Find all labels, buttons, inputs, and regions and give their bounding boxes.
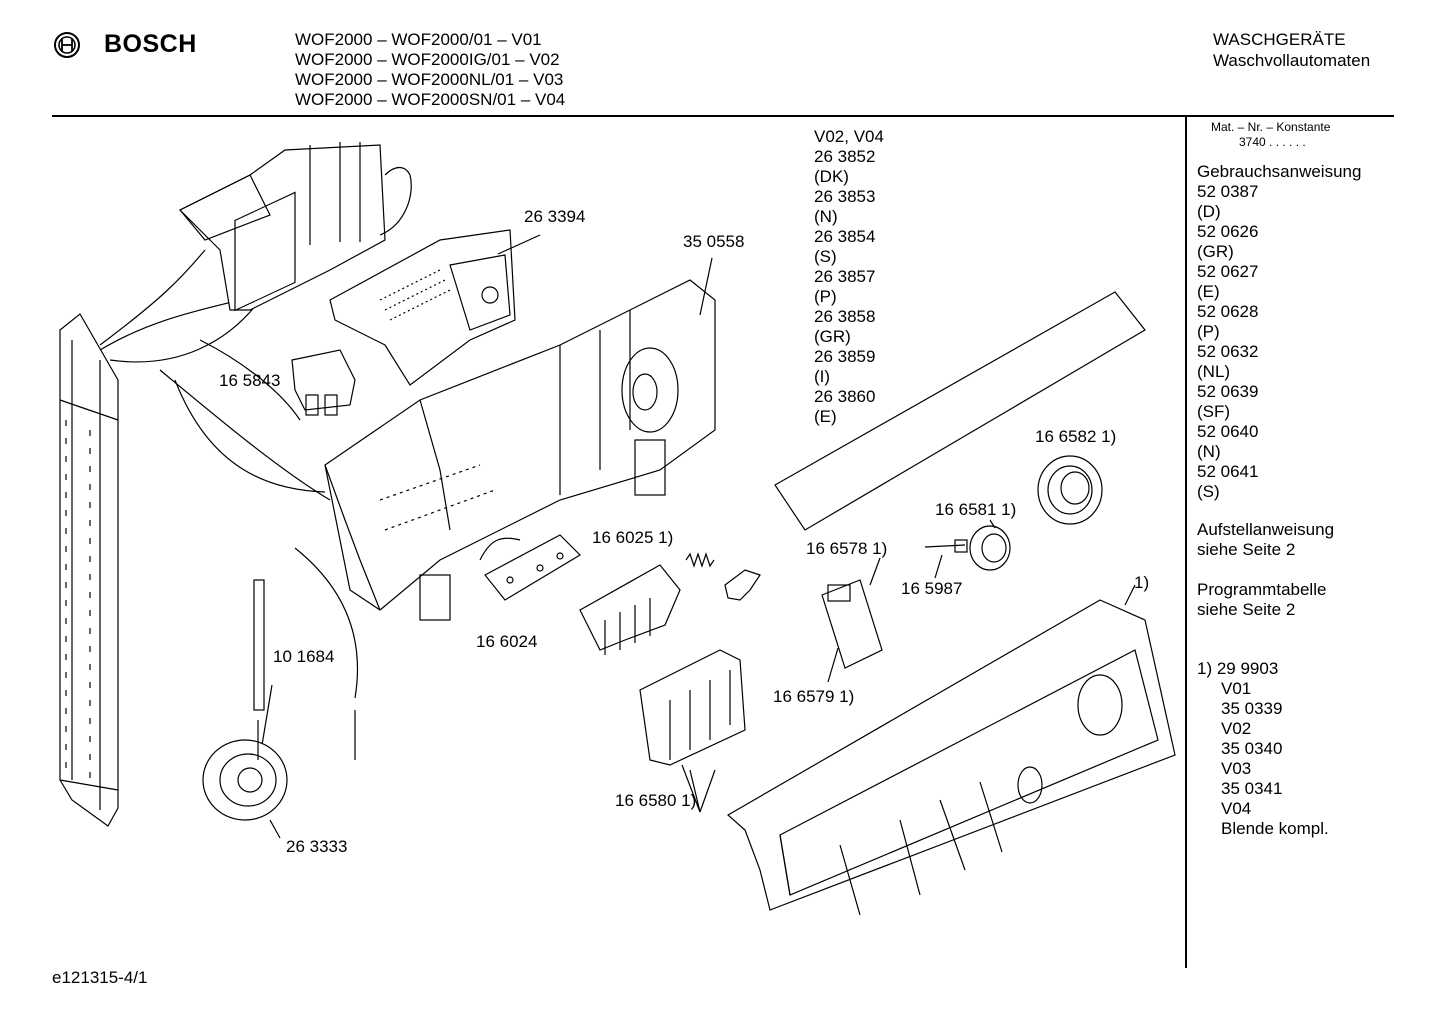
part-label: 16 6578 1) bbox=[806, 539, 888, 558]
variant-line: 26 3852 bbox=[814, 147, 876, 166]
variant-line: 26 3857 bbox=[814, 267, 876, 286]
footnote-line: V03 bbox=[1221, 759, 1252, 778]
brand-name: BOSCH bbox=[104, 30, 197, 58]
wire-harness-part bbox=[99, 249, 331, 501]
footnote-line: 35 0341 bbox=[1221, 779, 1283, 798]
variant-line: V02, V04 bbox=[814, 127, 884, 146]
bosch-armature-icon bbox=[54, 32, 80, 58]
led-board-part bbox=[479, 534, 581, 601]
spring-part bbox=[685, 552, 715, 568]
variant-line: (GR) bbox=[814, 327, 851, 346]
part-label: 26 3333 bbox=[286, 837, 348, 856]
category-subtitle: Waschvollautomaten bbox=[1213, 51, 1371, 70]
footnote-line: 35 0339 bbox=[1221, 699, 1283, 718]
variant-line: 26 3859 bbox=[814, 347, 876, 366]
model-line: WOF2000 – WOF2000/01 – V01 bbox=[295, 30, 542, 49]
selector-knob-part bbox=[1037, 455, 1103, 525]
manual-item: (D) bbox=[1197, 202, 1221, 221]
axle-part bbox=[924, 539, 968, 579]
setup-section: Aufstellanweisung siehe Seite 2 bbox=[1197, 520, 1334, 560]
bosch-logo: BOSCH bbox=[52, 28, 212, 62]
manual-item: (S) bbox=[1197, 482, 1220, 501]
manual-item: 52 0639 bbox=[1197, 382, 1259, 401]
variant-list: V02, V04 26 3852 (DK) 26 3853 (N) 26 385… bbox=[814, 127, 884, 427]
part-label: 16 5987 bbox=[901, 579, 963, 598]
document-id: e121315-4/1 bbox=[52, 968, 148, 987]
footnote-line: V01 bbox=[1221, 679, 1252, 698]
variant-line: (I) bbox=[814, 367, 831, 386]
clip-part bbox=[724, 569, 761, 601]
push-button-block-part bbox=[639, 649, 746, 813]
part-label: 10 1684 bbox=[273, 647, 335, 666]
control-panel-frame-part bbox=[324, 279, 716, 621]
mat-nr-value: 3740 . . . . . . bbox=[1239, 135, 1306, 149]
manual-item: (GR) bbox=[1197, 242, 1234, 261]
mat-nr-label: Mat. – Nr. – Konstante bbox=[1211, 120, 1331, 134]
part-label: 16 6581 1) bbox=[935, 500, 1017, 519]
manual-item: 52 0641 bbox=[1197, 462, 1259, 481]
manual-item: (NL) bbox=[1197, 362, 1231, 381]
program-switch-part bbox=[329, 229, 516, 386]
shaft-part bbox=[253, 547, 359, 760]
pcb-module-part bbox=[178, 142, 412, 312]
part-label: 26 3394 bbox=[524, 207, 586, 226]
part-label: 16 6024 bbox=[476, 632, 538, 651]
variant-line: (N) bbox=[814, 207, 838, 226]
leader-line bbox=[497, 234, 541, 255]
model-line: WOF2000 – WOF2000SN/01 – V04 bbox=[295, 90, 566, 109]
variant-line: (DK) bbox=[814, 167, 849, 186]
program-ref: siehe Seite 2 bbox=[1197, 600, 1296, 619]
category-title: WASCHGERÄTE bbox=[1213, 30, 1346, 49]
variant-line: (P) bbox=[814, 287, 837, 306]
part-label: 16 6579 1) bbox=[773, 687, 855, 706]
variant-line: (E) bbox=[814, 407, 837, 426]
part-label: 1) bbox=[1134, 573, 1150, 592]
part-label: 35 0558 bbox=[683, 232, 745, 251]
setup-ref: siehe Seite 2 bbox=[1197, 540, 1296, 559]
footnote-line: 1) 29 9903 bbox=[1197, 659, 1279, 678]
footnote-line: Blende kompl. bbox=[1221, 819, 1329, 838]
manual-item: 52 0628 bbox=[1197, 302, 1259, 321]
program-title: Programmtabelle bbox=[1197, 580, 1327, 599]
manual-item: 52 0626 bbox=[1197, 222, 1259, 241]
front-fascia-part bbox=[726, 584, 1176, 916]
footnote-line: 35 0340 bbox=[1221, 739, 1283, 758]
model-list: WOF2000 – WOF2000/01 – V01 WOF2000 – WOF… bbox=[295, 30, 565, 110]
model-line: WOF2000 – WOF2000NL/01 – V03 bbox=[295, 70, 564, 89]
footnote-line: V02 bbox=[1221, 719, 1252, 738]
knob-ring-part bbox=[969, 519, 1011, 571]
model-line: WOF2000 – WOF2000IG/01 – V02 bbox=[295, 50, 560, 69]
key-carrier-part bbox=[579, 564, 681, 655]
manual-title: Gebrauchsanweisung bbox=[1197, 162, 1362, 181]
manual-item: 52 0627 bbox=[1197, 262, 1259, 281]
program-section: Programmtabelle siehe Seite 2 bbox=[1197, 580, 1326, 620]
relay-part bbox=[291, 349, 356, 416]
footnote-line: V04 bbox=[1221, 799, 1252, 818]
manual-item: (SF) bbox=[1197, 402, 1231, 421]
slider-button-part bbox=[821, 557, 883, 683]
part-label: 16 6025 1) bbox=[592, 528, 674, 547]
manual-item: (N) bbox=[1197, 442, 1221, 461]
variant-line: (S) bbox=[814, 247, 837, 266]
footnote-section: 1) 29 9903 V01 35 0339 V02 35 0340 V03 3… bbox=[1197, 659, 1329, 839]
panel-strip-part bbox=[774, 291, 1146, 531]
manual-item: 52 0387 bbox=[1197, 182, 1259, 201]
manual-item: (P) bbox=[1197, 322, 1220, 341]
drawer-duct-part bbox=[59, 313, 119, 827]
variant-line: 26 3858 bbox=[814, 307, 876, 326]
setup-title: Aufstellanweisung bbox=[1197, 520, 1335, 539]
variant-line: 26 3860 bbox=[814, 387, 876, 406]
variant-line: 26 3853 bbox=[814, 187, 876, 206]
variant-line: 26 3854 bbox=[814, 227, 876, 246]
part-label: 16 6582 1) bbox=[1035, 427, 1117, 446]
rotary-encoder-part bbox=[202, 720, 288, 839]
manual-item: 52 0632 bbox=[1197, 342, 1259, 361]
manual-section: Gebrauchsanweisung 52 0387 (D) 52 0626 (… bbox=[1197, 162, 1361, 502]
leader-line bbox=[699, 257, 713, 316]
part-label: 16 6580 1) bbox=[615, 791, 697, 810]
manual-item: 52 0640 bbox=[1197, 422, 1259, 441]
part-label: 16 5843 bbox=[219, 371, 281, 390]
manual-item: (E) bbox=[1197, 282, 1220, 301]
